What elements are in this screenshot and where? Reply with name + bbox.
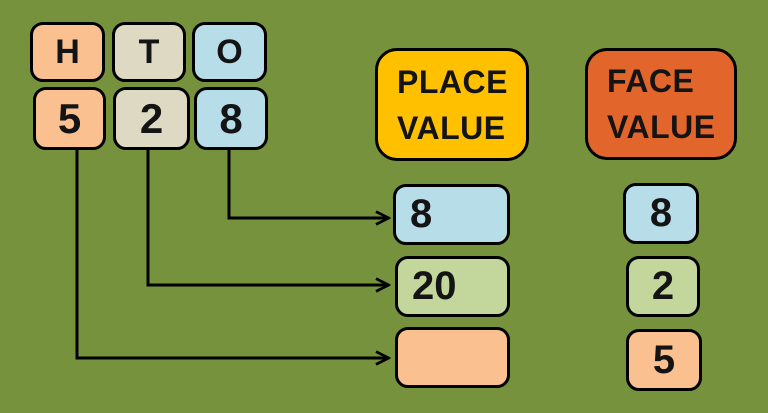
face-value-title-box: FACE VALUE <box>585 48 737 160</box>
place-value-title-box: PLACE VALUE <box>375 48 529 161</box>
face-value-entry-tens-value: 2 <box>651 264 675 308</box>
column-header-hundreds-label: H <box>55 32 80 71</box>
face-value-entry-tens: 2 <box>626 256 700 317</box>
column-header-ones-label: O <box>216 32 243 71</box>
place-value-entry-tens: 20 <box>395 256 510 317</box>
arrow-ones-to-place-value <box>227 147 388 218</box>
digit-tens: 2 <box>113 87 190 150</box>
place-value-entry-tens-value: 20 <box>412 264 457 308</box>
digit-ones-value: 8 <box>219 94 243 142</box>
place-value-title-line1: PLACE <box>397 63 508 100</box>
face-value-entry-ones-value: 8 <box>649 191 673 235</box>
column-header-tens: T <box>112 22 186 82</box>
face-value-entry-ones: 8 <box>623 183 699 244</box>
digit-hundreds-value: 5 <box>57 94 82 142</box>
column-header-hundreds: H <box>30 22 105 82</box>
arrow-tens-to-place-value <box>146 147 388 285</box>
face-value-title-line1: FACE <box>607 63 695 99</box>
arrow-hundreds-to-place-value <box>75 147 388 358</box>
digit-tens-value: 2 <box>139 94 164 142</box>
place-value-entry-hundreds-blank <box>395 327 510 388</box>
digit-ones: 8 <box>194 87 268 150</box>
face-value-entry-hundreds: 5 <box>626 329 702 391</box>
place-value-title-line2: VALUE <box>397 109 506 146</box>
place-value-entry-ones: 8 <box>393 184 510 245</box>
column-header-tens-label: T <box>138 32 160 71</box>
column-header-ones: O <box>192 22 267 82</box>
face-value-title-line2: VALUE <box>607 109 716 145</box>
place-value-entry-ones-value: 8 <box>410 192 433 236</box>
digit-hundreds: 5 <box>33 87 106 150</box>
face-value-entry-hundreds-value: 5 <box>652 337 676 382</box>
